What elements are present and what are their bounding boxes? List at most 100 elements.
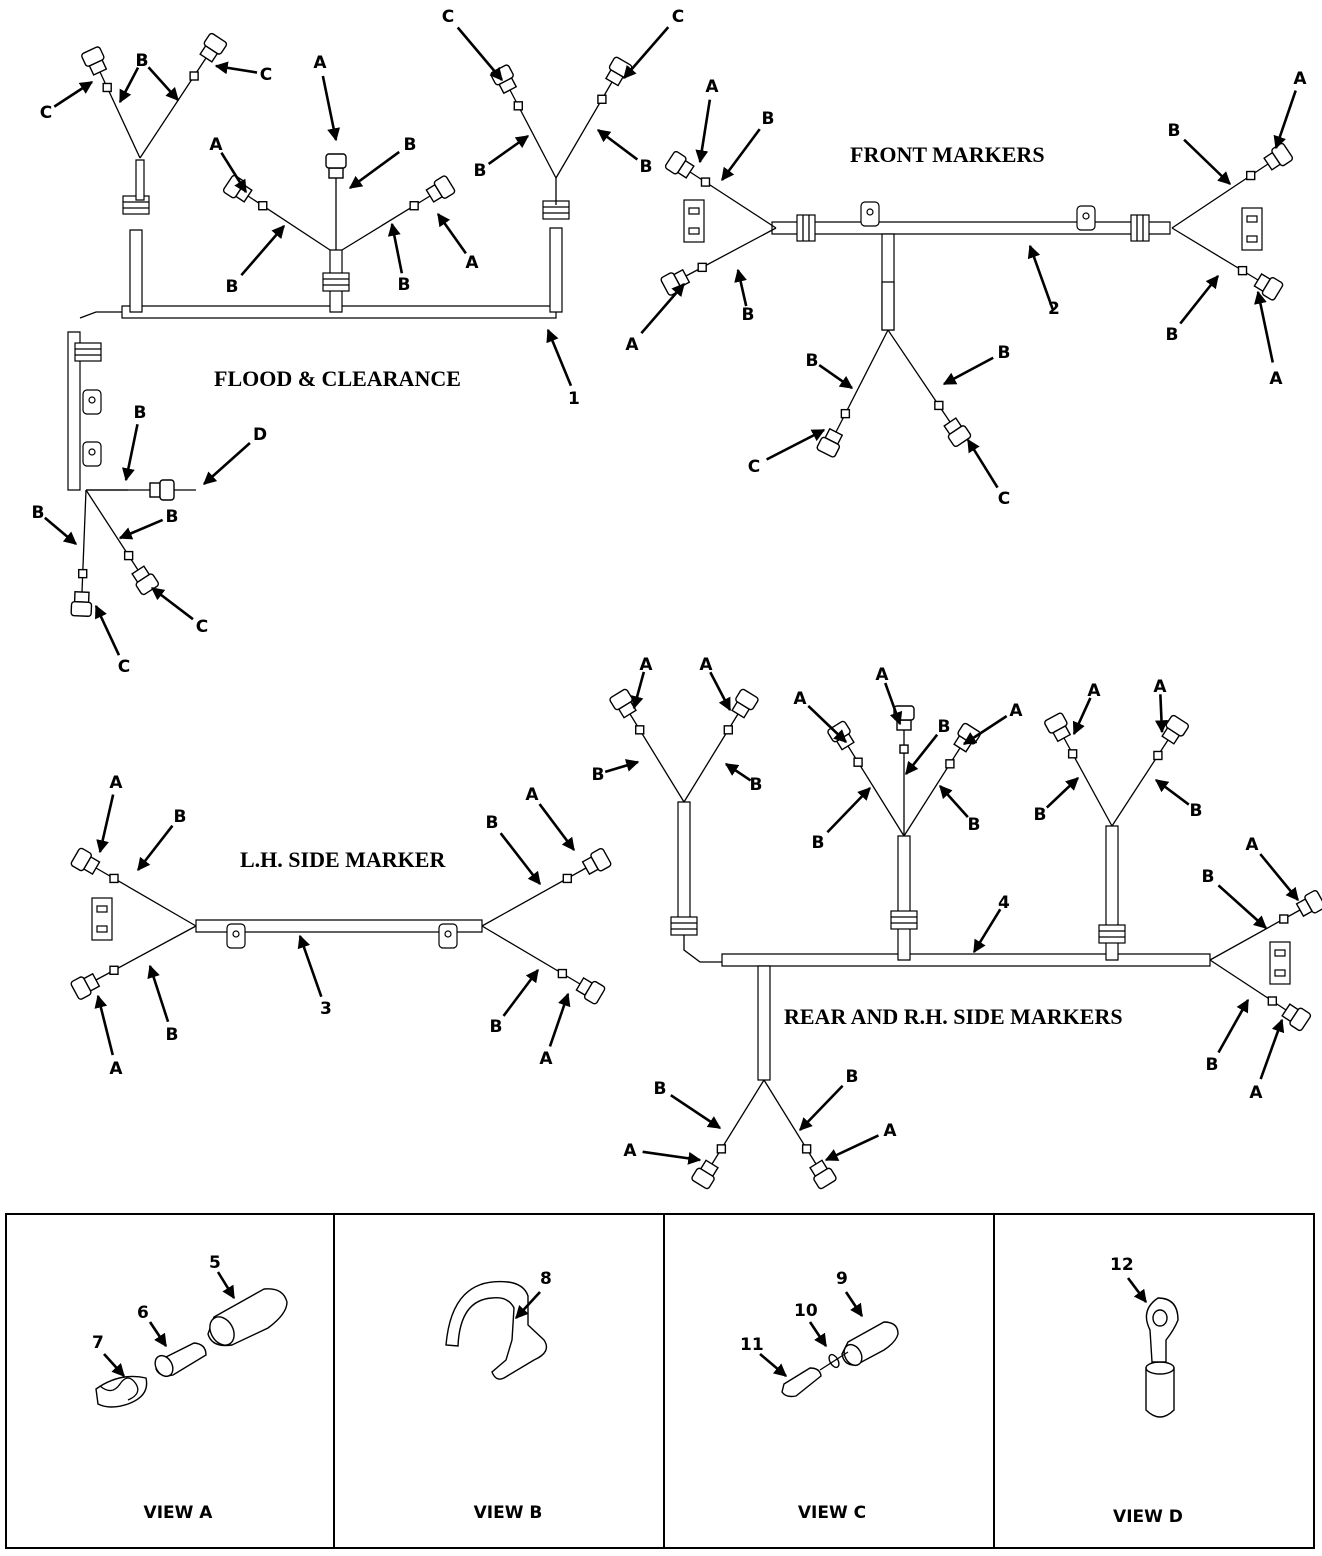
harness-clip <box>232 930 240 938</box>
callout-label-a: A <box>1293 69 1307 89</box>
connector <box>328 167 344 179</box>
callout-arrow <box>94 994 115 1056</box>
wire-sleeve <box>109 965 119 975</box>
connector <box>490 64 518 95</box>
wire-sleeve <box>899 744 909 754</box>
flood-clearance-title: FLOOD & CLEARANCE <box>214 366 461 391</box>
grommet <box>322 272 350 292</box>
harness-artwork <box>67 32 1322 1190</box>
harness-line <box>79 311 122 319</box>
callout-label-a: A <box>639 655 653 675</box>
callout-label-b: B <box>812 833 825 853</box>
callout-arrow <box>766 428 826 461</box>
callout-arrow <box>826 787 871 834</box>
callout-label-b: B <box>938 717 951 737</box>
connector <box>809 1159 837 1190</box>
callout-label-b: B <box>592 765 605 785</box>
callout-label-b: B <box>486 813 499 833</box>
callout-arrow <box>220 151 248 194</box>
callout-label-b: B <box>174 807 187 827</box>
callout-arrow <box>548 992 571 1047</box>
connector <box>149 479 175 501</box>
callout-label-a: A <box>465 253 479 273</box>
view-a-label: VIEW A <box>144 1503 214 1523</box>
grommet <box>796 214 816 242</box>
lh-side-marker-title: L.H. SIDE MARKER <box>240 847 446 872</box>
callout-arrow <box>538 803 576 852</box>
wire-sleeve <box>409 201 419 211</box>
callout-label-b: B <box>490 1017 503 1037</box>
callout-label-c: C <box>40 103 52 123</box>
callout-label-a: A <box>109 1059 123 1079</box>
views-frame <box>5 1213 1315 1549</box>
callout-arrow <box>1217 998 1250 1054</box>
callout-label-a: A <box>1245 835 1259 855</box>
connector <box>203 32 228 55</box>
callout-arrow <box>1179 274 1220 325</box>
callout-arrow <box>1183 138 1231 185</box>
marker-lamp-base <box>688 207 700 215</box>
wire-sleeve <box>557 968 568 979</box>
harness-sleeve <box>549 227 563 313</box>
grommet <box>322 272 350 292</box>
callout-label-b: B <box>846 1067 859 1087</box>
callout-label-a: A <box>525 785 539 805</box>
connector <box>1165 714 1190 737</box>
grommet <box>670 916 698 936</box>
harness-clip <box>1082 212 1090 220</box>
wire-sleeve <box>700 177 711 187</box>
callout-label-c: C <box>998 489 1010 509</box>
connector <box>816 436 841 458</box>
callout-label-b: B <box>806 351 819 371</box>
callout-arrow <box>807 704 847 743</box>
connector <box>581 847 612 876</box>
callout-arrow <box>695 99 712 164</box>
views-table: VIEW A VIEW B VIEW C VIEW D 5 6 7 8 <box>5 1213 1315 1549</box>
callout-arrow <box>297 934 323 998</box>
wire-sleeve <box>258 201 268 211</box>
wire-sleeve <box>109 873 119 884</box>
callout-label-b: B <box>1034 805 1047 825</box>
callout-label-a: A <box>209 135 223 155</box>
callout-label-c: C <box>260 65 272 85</box>
callout-label-b: B <box>166 1025 179 1045</box>
callout-label-b: B <box>1206 1055 1219 1075</box>
view-b-clip-part <box>445 1280 548 1380</box>
marker-lamp-base <box>1269 941 1291 985</box>
connector <box>81 46 108 76</box>
marker-lamp-base <box>96 905 108 913</box>
connector <box>583 980 606 1005</box>
callout-arrow <box>502 968 540 1017</box>
callout-label-a: A <box>699 655 713 675</box>
callout-label-c: C <box>118 657 130 677</box>
callout-arrow <box>642 1150 702 1165</box>
callout-arrow <box>240 225 285 277</box>
marker-lamp-base <box>683 199 705 243</box>
connector <box>81 46 105 67</box>
harness-sleeve <box>135 159 145 201</box>
connector <box>70 847 92 872</box>
wire-sleeve <box>1153 750 1163 761</box>
callout-arrow <box>623 26 670 79</box>
callout-label-b: B <box>136 51 149 71</box>
connector <box>735 688 759 711</box>
callout-label-b: B <box>1190 801 1203 821</box>
callout-label-a: A <box>1009 701 1023 721</box>
item-number-2: 2 <box>1048 299 1060 319</box>
callout-arrow <box>96 794 115 854</box>
callout-arrow <box>904 733 939 776</box>
callout-arrow <box>1072 697 1092 736</box>
callout-arrow <box>44 516 77 545</box>
grommet <box>1098 924 1126 944</box>
item-number-7: 7 <box>92 1333 104 1353</box>
connector <box>609 688 633 711</box>
callout-arrow <box>121 423 139 482</box>
callout-label-b: B <box>474 161 487 181</box>
callout-arrow <box>348 150 400 190</box>
callout-arrow <box>939 785 969 819</box>
item-number-8: 8 <box>540 1269 552 1289</box>
wire-sleeve <box>853 757 863 767</box>
connector <box>1295 889 1322 918</box>
callout-label-a: A <box>1249 1083 1263 1103</box>
